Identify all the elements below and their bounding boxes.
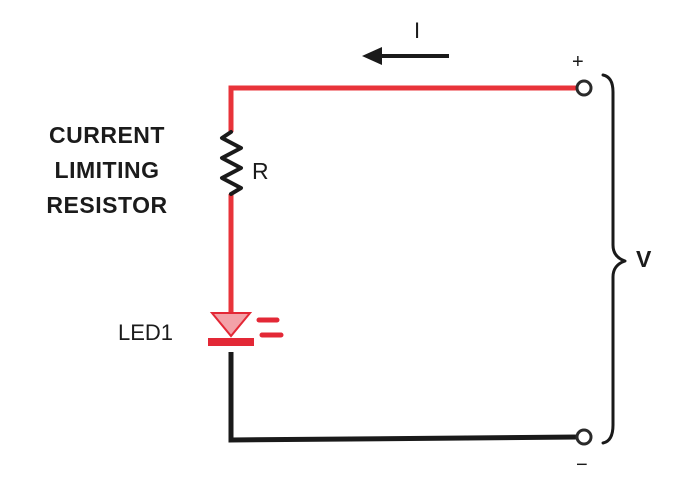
positive-wire — [228, 85, 578, 132]
resistor-description-line-2: LIMITING — [54, 157, 160, 183]
resistor-description-line-3: RESISTOR — [46, 192, 168, 218]
voltage-brace — [601, 73, 627, 445]
resistor-symbol — [220, 130, 243, 196]
led-label: LED1 — [118, 320, 174, 345]
led-bar — [208, 338, 254, 346]
negative-terminal — [575, 428, 593, 446]
resistor-label: R — [252, 158, 269, 184]
negative-wire — [228, 352, 579, 443]
resistor-description-line-1: CURRENT — [49, 122, 165, 148]
current-arrow-head — [362, 47, 382, 65]
positive-terminal — [575, 79, 593, 97]
voltage-label: V — [636, 246, 652, 272]
negative-terminal-label: − — [576, 454, 588, 476]
current-label: I — [414, 18, 421, 43]
led-triangle — [209, 312, 253, 338]
resistor-description: CURRENT LIMITING RESISTOR — [18, 118, 196, 223]
positive-terminal-label: + — [572, 51, 584, 73]
